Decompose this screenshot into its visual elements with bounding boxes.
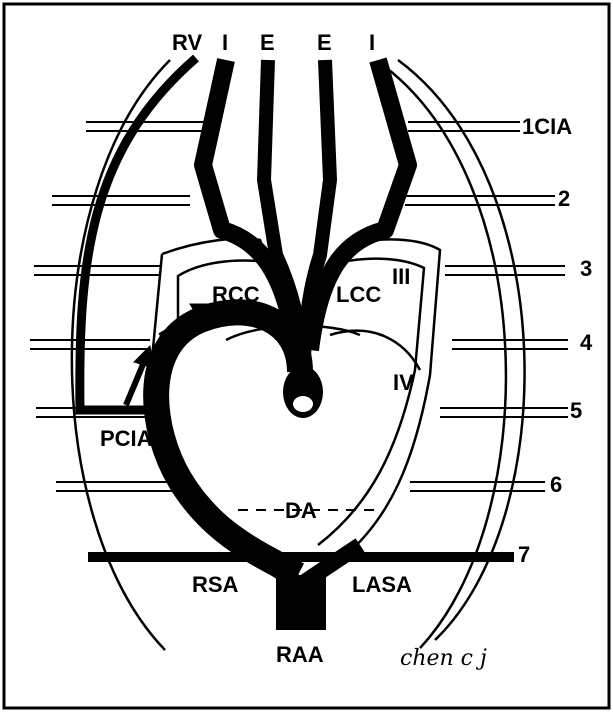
label-rcc: RCC [212,282,260,307]
aortic-arch-loop [156,312,300,575]
level-7-bar [88,552,514,562]
label-raa: RAA [276,642,324,667]
level-label-2: 2 [558,186,570,211]
level-label-5: 5 [570,398,582,423]
level-label-6: 6 [550,472,562,497]
level-label-1cia: 1CIA [522,114,572,139]
top-label-rv: RV [172,30,202,55]
truncus-lumen [293,396,313,412]
top-label-i-left: I [222,30,228,55]
label-lasa: LASA [352,572,412,597]
top-label-e-left: E [260,30,275,55]
label-arch-iv: IV [393,370,414,395]
top-label-e-right: E [317,30,332,55]
label-da: DA [285,498,317,523]
label-pcia: PCIA [100,426,153,451]
pcia-vessel [80,58,196,410]
level-label-3: 3 [580,256,592,281]
label-lcc: LCC [336,282,381,307]
top-label-i-right: I [369,30,375,55]
raa-trunk [276,575,326,630]
signature: chen c j [400,646,487,671]
label-arch-iii: III [392,264,410,289]
level-label-4: 4 [580,330,593,355]
level-label-7: 7 [518,542,530,567]
label-rsa: RSA [192,572,239,597]
